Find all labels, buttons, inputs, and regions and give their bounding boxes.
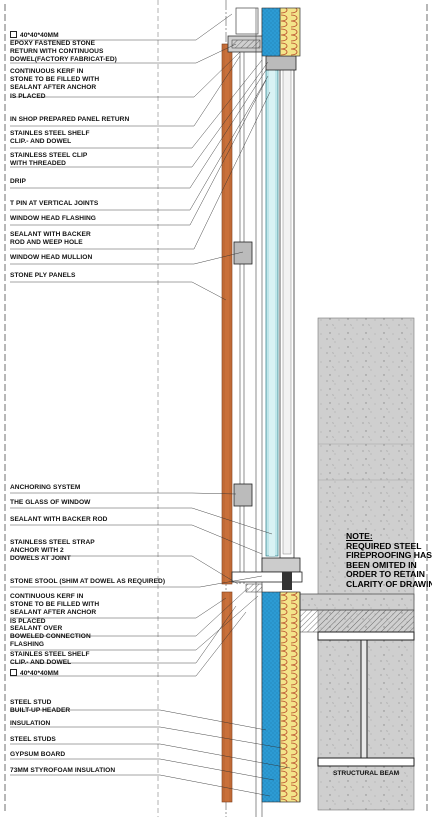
note-title: NOTE: (346, 531, 373, 541)
label-styrofoam: 73mm STYROFOAM INSULATION (10, 767, 116, 774)
anchor-box-upper (233, 241, 253, 265)
note-line: REQUIRED STEEL (346, 540, 422, 551)
label-anchoring: ANCHORING SYSTEM (10, 484, 81, 491)
square-symbol-icon (10, 31, 17, 38)
label-head-flashing: WINDOW HEAD FLASHING (10, 215, 96, 222)
insulation-upper (279, 7, 301, 57)
floor-slab (299, 593, 415, 611)
stone-panel-lower (221, 591, 233, 803)
head-mullion-block (265, 55, 297, 71)
label-flashing: FLASHING (10, 641, 45, 648)
anchor-box-lower (233, 483, 253, 507)
slab-edge-hatch (299, 609, 415, 633)
label-stool: STONE STOOL (SHIM AT DOWEL AS REQUIRED) (10, 578, 166, 585)
concrete-column (317, 317, 415, 601)
note-line: CLARITY OF DRAWING (346, 578, 432, 589)
label-tpin: T PIN AT VERTICAL JOINTS (10, 200, 99, 207)
steel-beam (317, 631, 415, 767)
note-box: NOTE: REQUIRED STEEL FIREPROOFING HAS BE… (346, 531, 432, 590)
stone-panel-upper (221, 43, 233, 585)
sill-block (261, 557, 301, 573)
note-line: BEEN OMITED IN (346, 559, 417, 570)
note-line: FIREPROOFING HAS (346, 550, 432, 561)
label-glass: THE GLASS OF WINDOW (10, 499, 91, 506)
label-size-bottom: 40*40*40MM (10, 669, 59, 678)
label-insulation: INSULATION (10, 720, 51, 727)
structural-beam-label: STRUCTURAL BEAM (333, 770, 400, 777)
top-cap (235, 7, 259, 35)
label-head-mullion: WINDOW HEAD MULLION (10, 254, 93, 261)
label-stone-ply: STONE PLY PANELS (10, 272, 76, 279)
label-sealant-backer-2: SEALANT WITH BACKER ROD (10, 516, 108, 523)
note-line: ORDER TO RETAIN (346, 569, 425, 580)
square-symbol-icon (10, 669, 17, 676)
insulation-lower (279, 591, 301, 803)
leader-lines (10, 13, 291, 797)
label-panel-return: IN SHOP PREPARED PANEL RETURN (10, 116, 130, 123)
stone-stool (231, 571, 303, 583)
styrofoam-lower (261, 591, 281, 803)
label-size-top: 40*40*40MM (10, 31, 59, 40)
label-drip: DRIP (10, 178, 26, 185)
label-gypsum: GYPSUM BOARD (10, 751, 66, 758)
label-steel-studs: STEEL STUDS (10, 736, 56, 743)
styrofoam-upper (261, 7, 281, 57)
